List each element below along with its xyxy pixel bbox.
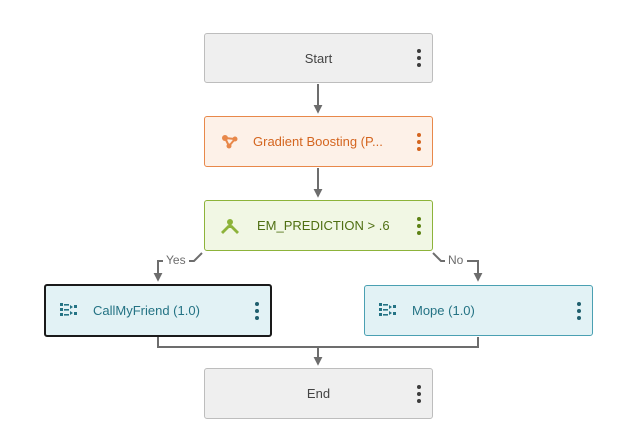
yes-label: Yes — [166, 253, 186, 267]
node-call-my-friend-menu-icon[interactable] — [254, 301, 260, 320]
node-start[interactable]: Start — [204, 33, 433, 83]
node-condition[interactable]: EM_PREDICTION > .6 — [204, 200, 433, 251]
node-condition-label: EM_PREDICTION > .6 — [257, 218, 390, 233]
model-nodes-icon — [222, 135, 238, 149]
node-start-label: Start — [304, 50, 333, 66]
branch-icon — [221, 219, 239, 234]
node-gradient-boosting-label: Gradient Boosting (P... — [253, 134, 383, 149]
rule-set-icon — [60, 303, 77, 316]
node-gradient-boosting[interactable]: Gradient Boosting (P... — [204, 116, 433, 167]
node-condition-menu-icon[interactable] — [416, 216, 422, 235]
node-gradient-boosting-menu-icon[interactable] — [416, 132, 422, 151]
node-end-label: End — [306, 386, 331, 401]
rule-set-icon — [379, 303, 396, 316]
node-call-my-friend[interactable]: CallMyFriend (1.0) — [44, 284, 272, 337]
node-call-my-friend-label: CallMyFriend (1.0) — [93, 303, 200, 318]
node-mope-label: Mope (1.0) — [412, 303, 475, 318]
node-mope[interactable]: Mope (1.0) — [364, 285, 593, 336]
node-end-menu-icon[interactable] — [416, 384, 422, 403]
no-label: No — [448, 253, 464, 267]
node-mope-menu-icon[interactable] — [576, 301, 582, 320]
connector-merge — [157, 337, 479, 348]
node-end[interactable]: End — [204, 368, 433, 419]
node-start-menu-icon[interactable] — [416, 49, 422, 67]
